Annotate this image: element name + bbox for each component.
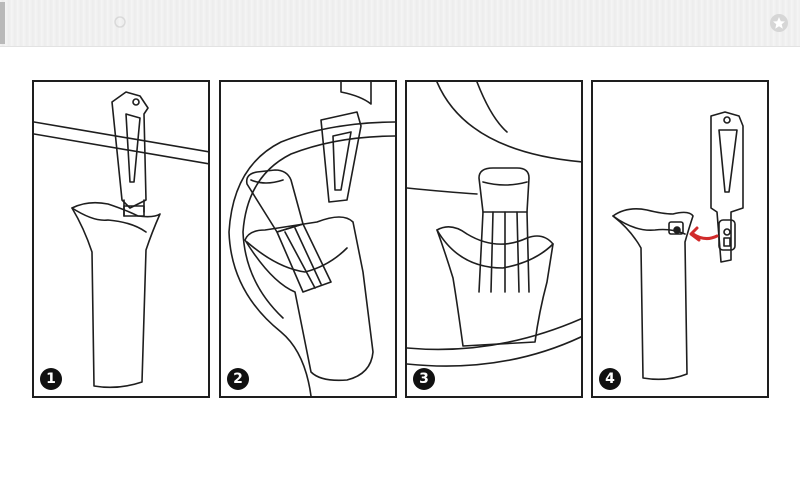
top-bar-accent [0,2,5,44]
step-panel-4: 4 [591,80,769,398]
step-1-illustration [34,91,208,389]
step-2-illustration [228,82,395,396]
star-icon[interactable] [770,14,788,32]
watermark-icon [114,16,126,28]
step-panel-3: 3 [405,80,583,398]
step-number-badge: 4 [599,368,621,390]
step-3-illustration [407,82,581,367]
step-number-badge: 1 [40,368,62,390]
top-bar [0,0,800,47]
step-panel-2: 2 [219,80,397,398]
step-panel-1: 1 [32,80,210,398]
step-number-badge: 2 [227,368,249,390]
step-4-illustration [612,111,744,381]
step-number-badge: 3 [413,368,435,390]
